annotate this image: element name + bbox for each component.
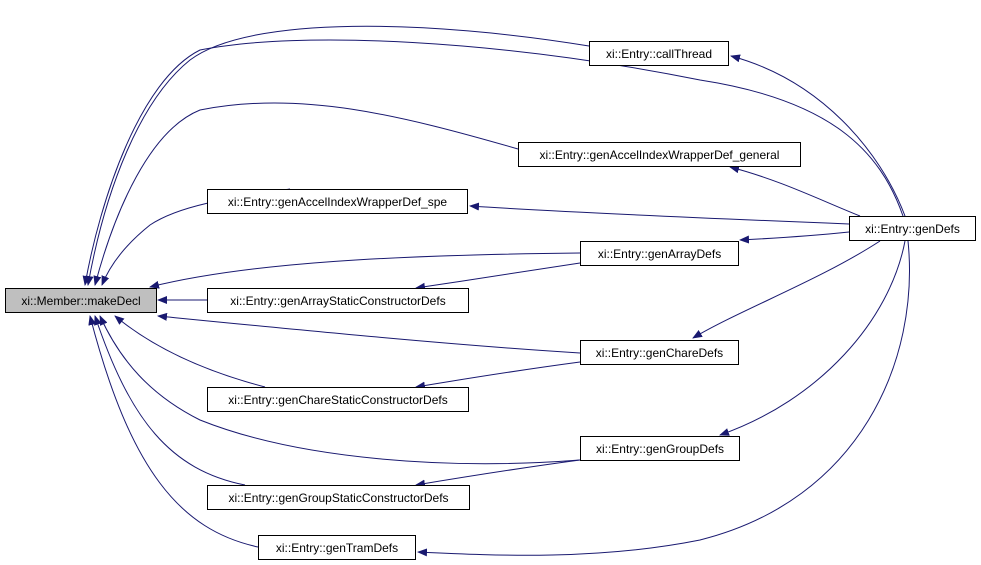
node-label: xi::Entry::genChareDefs [595, 345, 724, 360]
node-label: xi::Entry::genGroupDefs [595, 441, 725, 456]
edge-genChareStatic-to-makeDecl [114, 315, 266, 388]
node-genArrayDefs[interactable]: xi::Entry::genArrayDefs [580, 241, 739, 266]
node-callThread[interactable]: xi::Entry::callThread [589, 41, 729, 66]
edge-genAccelGeneral-to-makeDecl [93, 102, 519, 286]
edge-genDefs-to-callThread [730, 54, 906, 217]
edge-genDefs-to-genAccelGeneral [729, 165, 861, 217]
edge-genTramDefs-to-makeDecl [88, 315, 259, 548]
edge-genGroupStatic-to-makeDecl [94, 315, 246, 486]
node-genDefs[interactable]: xi::Entry::genDefs [849, 216, 976, 241]
node-genAccelGeneral[interactable]: xi::Entry::genAccelIndexWrapperDef_gener… [518, 142, 801, 167]
node-genChareDefs[interactable]: xi::Entry::genChareDefs [580, 340, 739, 365]
node-label: xi::Entry::genGroupStaticConstructorDefs [228, 490, 449, 505]
node-label: xi::Entry::genChareStaticConstructorDefs [228, 392, 448, 407]
node-label: xi::Entry::genAccelIndexWrapperDef_gener… [539, 147, 780, 162]
edge-genArrayDefs-to-makeDecl [149, 252, 581, 289]
edge-genDefs-to-makeDecl [82, 39, 904, 286]
node-label: xi::Entry::genArrayDefs [597, 246, 722, 261]
edge-genArrayDefs-to-genArrayStatic [415, 262, 581, 291]
edge-genGroupDefs-to-makeDecl [99, 315, 581, 465]
edge-genDefs-to-genChareDefs [692, 240, 881, 339]
node-genChareStatic[interactable]: xi::Entry::genChareStaticConstructorDefs [207, 387, 469, 412]
node-label: xi::Entry::callThread [605, 46, 713, 61]
edge-callThread-to-makeDecl [85, 25, 590, 286]
node-label: xi::Entry::genArrayStaticConstructorDefs [230, 293, 446, 308]
node-genArrayStatic[interactable]: xi::Entry::genArrayStaticConstructorDefs [207, 288, 469, 313]
node-genAccelSpe[interactable]: xi::Entry::genAccelIndexWrapperDef_spe [207, 189, 468, 214]
edge-genGroupDefs-to-genGroupStatic [415, 459, 581, 488]
node-label: xi::Entry::genAccelIndexWrapperDef_spe [227, 194, 448, 209]
node-makeDecl[interactable]: xi::Member::makeDecl [5, 288, 157, 313]
node-genTramDefs[interactable]: xi::Entry::genTramDefs [258, 535, 416, 560]
edge-genChareDefs-to-genChareStatic [415, 361, 581, 390]
edge-genDefs-to-genAccelSpe [469, 202, 850, 225]
node-label: xi::Member::makeDecl [21, 293, 141, 308]
node-genGroupStatic[interactable]: xi::Entry::genGroupStaticConstructorDefs [207, 485, 470, 510]
edge-genDefs-to-genGroupDefs [719, 240, 906, 436]
node-label: xi::Entry::genDefs [865, 221, 960, 236]
edge-genChareDefs-to-makeDecl [157, 312, 581, 354]
node-genGroupDefs[interactable]: xi::Entry::genGroupDefs [580, 436, 740, 461]
edge-genDefs-to-genArrayDefs [739, 231, 850, 244]
edge-genDefs-to-genTramDefs [417, 240, 910, 557]
node-label: xi::Entry::genTramDefs [275, 540, 399, 555]
